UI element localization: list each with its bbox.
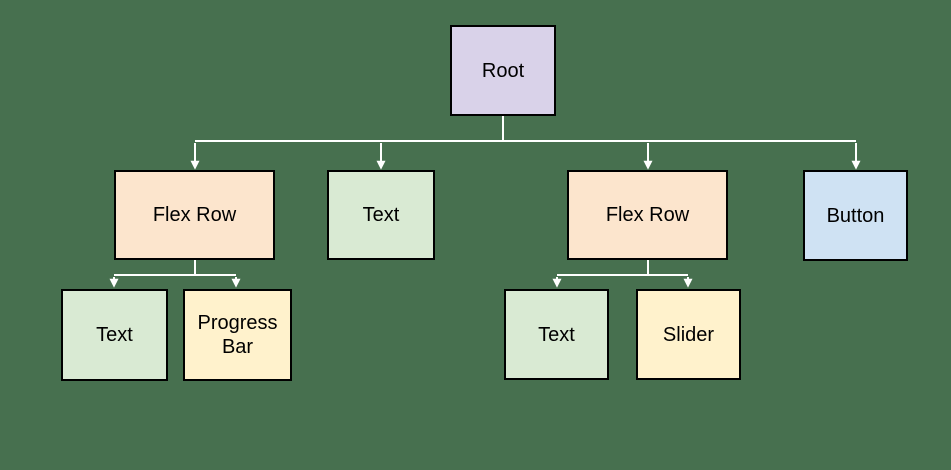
node-text-1[interactable]: Text <box>327 170 435 260</box>
node-text-3-label: Text <box>538 323 575 346</box>
node-button[interactable]: Button <box>803 170 908 261</box>
node-text-1-label: Text <box>362 204 400 226</box>
node-flex-row-1-label: Flex Row <box>152 204 237 226</box>
node-flex-row-2[interactable]: Flex Row <box>567 170 728 260</box>
node-button-label: Button <box>826 204 885 227</box>
node-slider-label: Slider <box>662 323 715 346</box>
node-flex-row-2-label: Flex Row <box>605 204 690 226</box>
node-text-3[interactable]: Text <box>504 289 609 380</box>
node-slider[interactable]: Slider <box>636 289 741 380</box>
node-flex-row-1[interactable]: Flex Row <box>114 170 275 260</box>
node-text-2[interactable]: Text <box>61 289 168 381</box>
node-text-2-label: Text <box>96 324 133 346</box>
node-root-label: Root <box>481 59 525 82</box>
node-progress-bar-label: Progress Bar <box>197 312 278 358</box>
node-progress-bar[interactable]: Progress Bar <box>183 289 292 381</box>
node-root[interactable]: Root <box>450 25 556 116</box>
